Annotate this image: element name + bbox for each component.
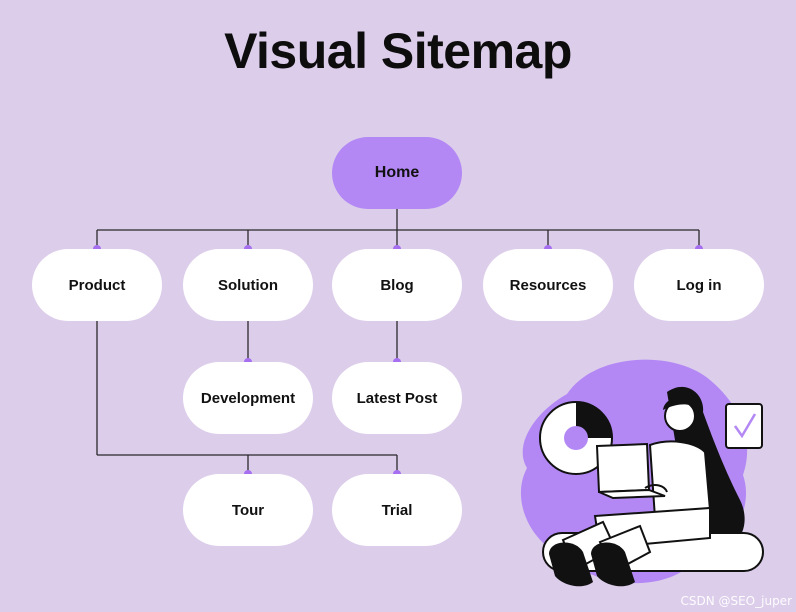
watermark: CSDN @SEO_juper: [680, 594, 792, 608]
node-home: Home: [332, 137, 462, 209]
node-latest-post: Latest Post: [332, 362, 462, 434]
checkmark-icon: [725, 403, 763, 449]
donut-chart-icon: [539, 401, 613, 475]
node-trial: Trial: [332, 474, 462, 546]
page-title: Visual Sitemap: [224, 23, 572, 79]
node-development: Development: [183, 362, 313, 434]
node-solution: Solution: [183, 249, 313, 321]
node-tour: Tour: [183, 474, 313, 546]
node-resources: Resources: [483, 249, 613, 321]
person-with-laptop-illustration: [520, 359, 764, 587]
node-blog: Blog: [332, 249, 462, 321]
node-product: Product: [32, 249, 162, 321]
node-login: Log in: [634, 249, 764, 321]
